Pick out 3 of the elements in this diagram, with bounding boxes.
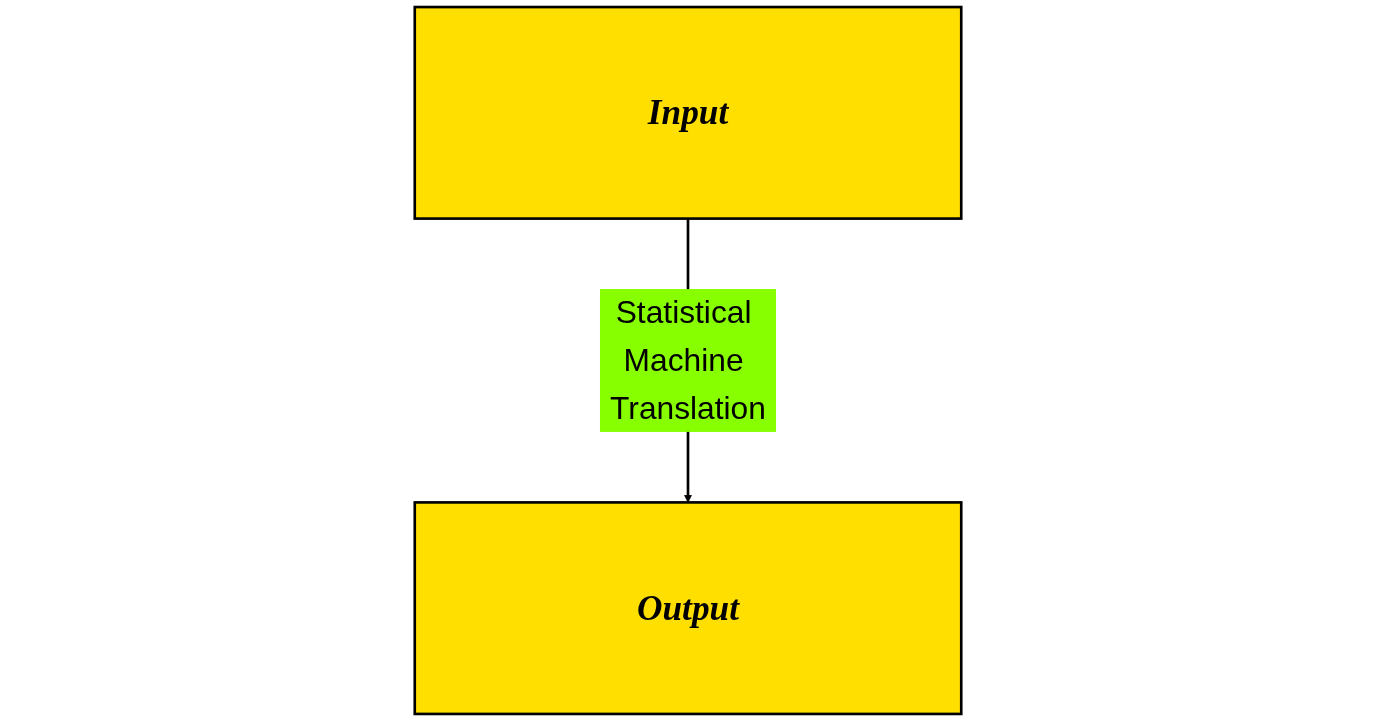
node-box: Input	[412, 5, 963, 220]
edge-label: Statistical Machine Translation	[609, 294, 766, 426]
node-box: Output	[412, 501, 963, 716]
